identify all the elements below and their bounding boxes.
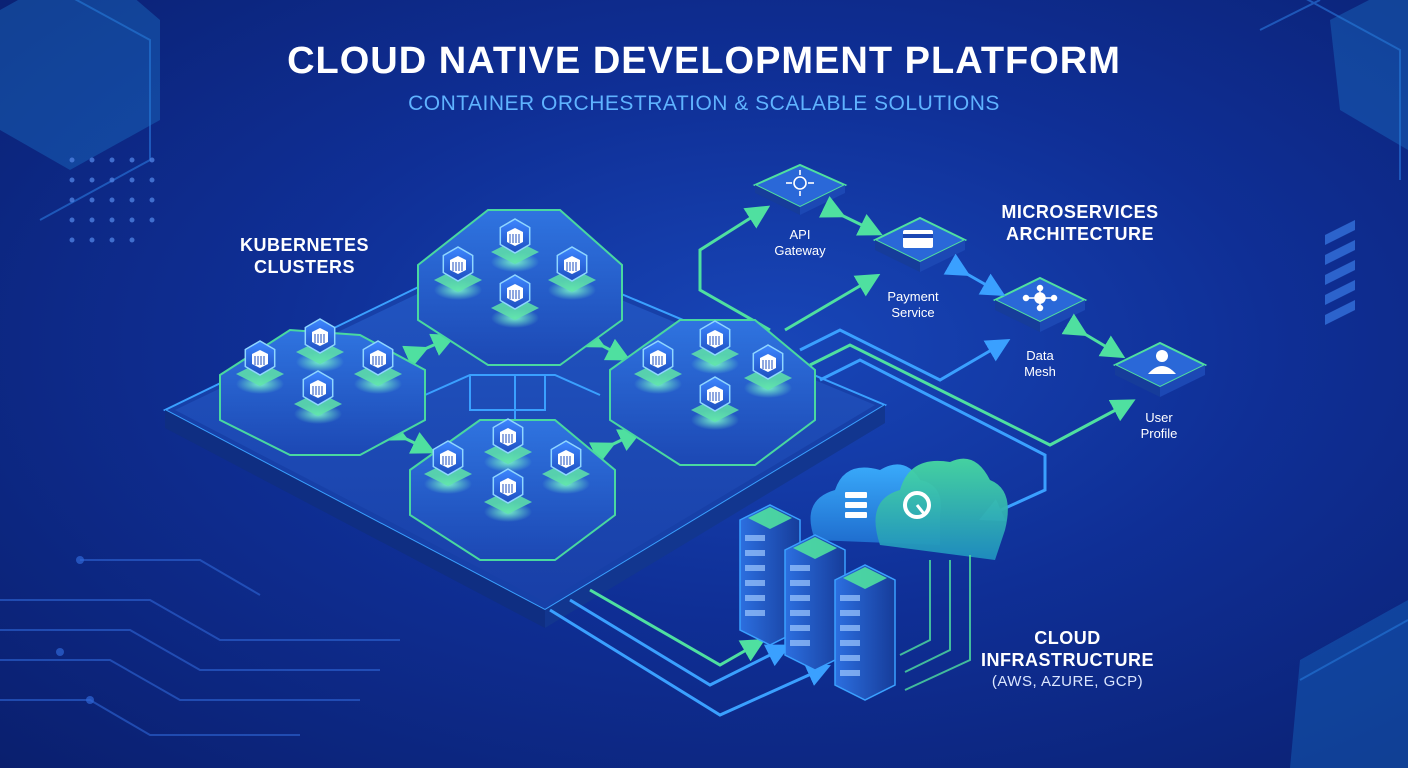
container-pod: [542, 440, 590, 494]
rack-slot: [840, 640, 860, 646]
cloud-providers: (AWS, AZURE, GCP): [991, 673, 1144, 690]
container-box-icon: [564, 256, 580, 274]
gateway-icon: [786, 170, 814, 196]
decor-circuit-pads: [56, 556, 94, 704]
container-box-icon: [310, 380, 326, 398]
user-profile-label: User Profile: [1104, 410, 1214, 442]
container-pod: [236, 340, 284, 394]
container-pod: [484, 418, 532, 472]
container-pod: [424, 440, 472, 494]
container-pod: [744, 344, 792, 398]
api-gateway-label-line2: Gateway: [774, 243, 826, 258]
container-pod: [491, 274, 539, 328]
container-pod: [434, 246, 482, 300]
rack-slot: [840, 610, 860, 616]
rack-slot: [840, 655, 860, 661]
user-profile-label-line1: User: [1145, 410, 1173, 425]
container-box-icon: [507, 228, 523, 246]
rack-slot: [745, 580, 765, 586]
microservices-label: MICROSERVICES ARCHITECTURE: [980, 201, 1180, 245]
container-box-icon: [370, 350, 386, 368]
kubernetes-label: KUBERNETES CLUSTERS: [222, 234, 387, 278]
payment-service-label-line1: Payment: [887, 289, 939, 304]
rack-slot: [790, 565, 810, 571]
container-box-icon: [507, 284, 523, 302]
container-box-icon: [500, 428, 516, 446]
container-pod: [296, 318, 344, 372]
platform-flow-lines: [549, 205, 1136, 717]
decor-circuit-traces: [0, 559, 400, 736]
decor-dot-grid: [69, 157, 155, 243]
container-pod: [691, 376, 739, 430]
container-pod: [691, 320, 739, 374]
rack-slot: [790, 580, 810, 586]
kubernetes-label-line2: CLUSTERS: [253, 257, 355, 277]
rack-slot: [790, 625, 810, 631]
container-pod: [548, 246, 596, 300]
rack-slot: [840, 595, 860, 601]
api-gateway-tile: [752, 163, 848, 215]
container-box-icon: [707, 330, 723, 348]
api-gateway-label-line1: API: [789, 227, 811, 242]
cloud-label-line1: CLOUD: [1034, 628, 1101, 648]
container-box-icon: [450, 256, 466, 274]
container-pod: [634, 340, 682, 394]
rack-slot: [790, 640, 810, 646]
container-box-icon: [558, 450, 574, 468]
container-pod: [491, 218, 539, 272]
container-box-icon: [760, 354, 776, 372]
rack-slot: [840, 625, 860, 631]
cloud-infra-label: CLOUD INFRASTRUCTURE (AWS, AZURE, GCP): [970, 627, 1165, 693]
container-pod: [294, 370, 342, 424]
microservices-label-line2: ARCHITECTURE: [1006, 224, 1154, 244]
mesh-icon: [1022, 284, 1058, 312]
payment-service-label-line2: Service: [891, 305, 935, 320]
page-title: CLOUD NATIVE DEVELOPMENT PLATFORM: [287, 40, 1121, 82]
data-mesh-label: Data Mesh: [985, 348, 1095, 380]
cluster-arrows: [381, 325, 643, 465]
cloud-label-line2: INFRASTRUCTURE: [981, 650, 1154, 670]
user-profile-tile: [1112, 341, 1208, 397]
rack-slot: [745, 610, 765, 616]
cloud-shape-right: [875, 458, 1008, 560]
cloud-wires: [899, 555, 971, 691]
decor-hexagons: [39, 0, 1408, 681]
payment-service-tile: [872, 216, 968, 272]
container-box-icon: [500, 478, 516, 496]
server-list-icon: [845, 492, 867, 518]
container-pod: [484, 468, 532, 522]
container-pod: [354, 340, 402, 394]
rack-slot: [790, 595, 810, 601]
payment-service-label: Payment Service: [858, 289, 968, 321]
microservices-label-line1: MICROSERVICES: [1001, 202, 1159, 222]
container-box-icon: [650, 350, 666, 368]
user-profile-label-line2: Profile: [1140, 426, 1178, 441]
server-rack-3: [834, 564, 896, 701]
container-box-icon: [440, 450, 456, 468]
rack-slot: [745, 550, 765, 556]
card-icon: [903, 230, 933, 248]
container-box-icon: [312, 328, 328, 346]
service-arrows: [818, 195, 1126, 359]
rack-slot: [790, 610, 810, 616]
data-mesh-label-line2: Mesh: [1024, 364, 1056, 379]
data-mesh-label-line1: Data: [1026, 348, 1054, 363]
user-icon: [1148, 350, 1176, 374]
page-subtitle: CONTAINER ORCHESTRATION & SCALABLE SOLUT…: [408, 92, 1000, 115]
container-box-icon: [252, 350, 268, 368]
rack-slot: [745, 565, 765, 571]
cloud-sync-icon: [903, 491, 931, 519]
data-mesh-tile: [992, 276, 1088, 332]
decor-stripes: [1325, 220, 1355, 325]
rack-slot: [745, 595, 765, 601]
container-box-icon: [707, 386, 723, 404]
rack-slot: [840, 670, 860, 676]
rack-slot: [745, 535, 765, 541]
rack-slots: [745, 535, 860, 676]
container-pods: [236, 218, 792, 522]
kubernetes-label-line1: KUBERNETES: [239, 235, 369, 255]
api-gateway-label: API Gateway: [745, 227, 855, 259]
